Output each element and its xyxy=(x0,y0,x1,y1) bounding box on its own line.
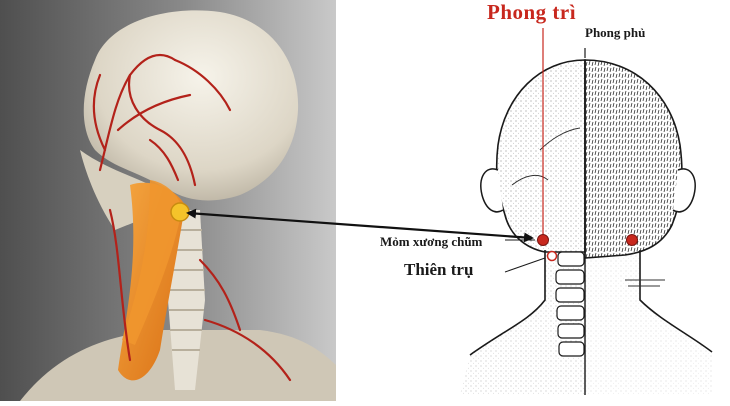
head-line-drawing xyxy=(460,28,713,395)
label-phong-phu: Phong phủ xyxy=(585,25,646,40)
spine-vertebrae xyxy=(555,251,585,357)
anatomy-illustration xyxy=(0,0,336,401)
back-right-shading xyxy=(585,252,712,395)
neck-marks xyxy=(625,279,665,287)
skull xyxy=(83,10,299,201)
head-left-half xyxy=(495,59,586,253)
right-ear xyxy=(672,168,696,213)
muscle-semispinalis xyxy=(122,180,182,345)
connector-arrow xyxy=(186,208,534,243)
arteries xyxy=(92,53,292,382)
label-mom-xuong-chum: Mỏm xương chũm xyxy=(380,234,483,249)
cervical-spine xyxy=(168,210,205,390)
mastoid-landmark xyxy=(170,202,190,222)
phong-tri-point-right xyxy=(626,234,638,246)
thien-tru-leader xyxy=(504,257,546,273)
label-phong-tri: Phong trì xyxy=(487,0,577,24)
head-right-hair xyxy=(584,59,683,259)
phong-tri-point xyxy=(537,234,549,246)
back-left-shading xyxy=(460,252,585,395)
label-thien-tru: Thiên trụ xyxy=(404,260,474,279)
thien-tru-point xyxy=(546,250,558,262)
